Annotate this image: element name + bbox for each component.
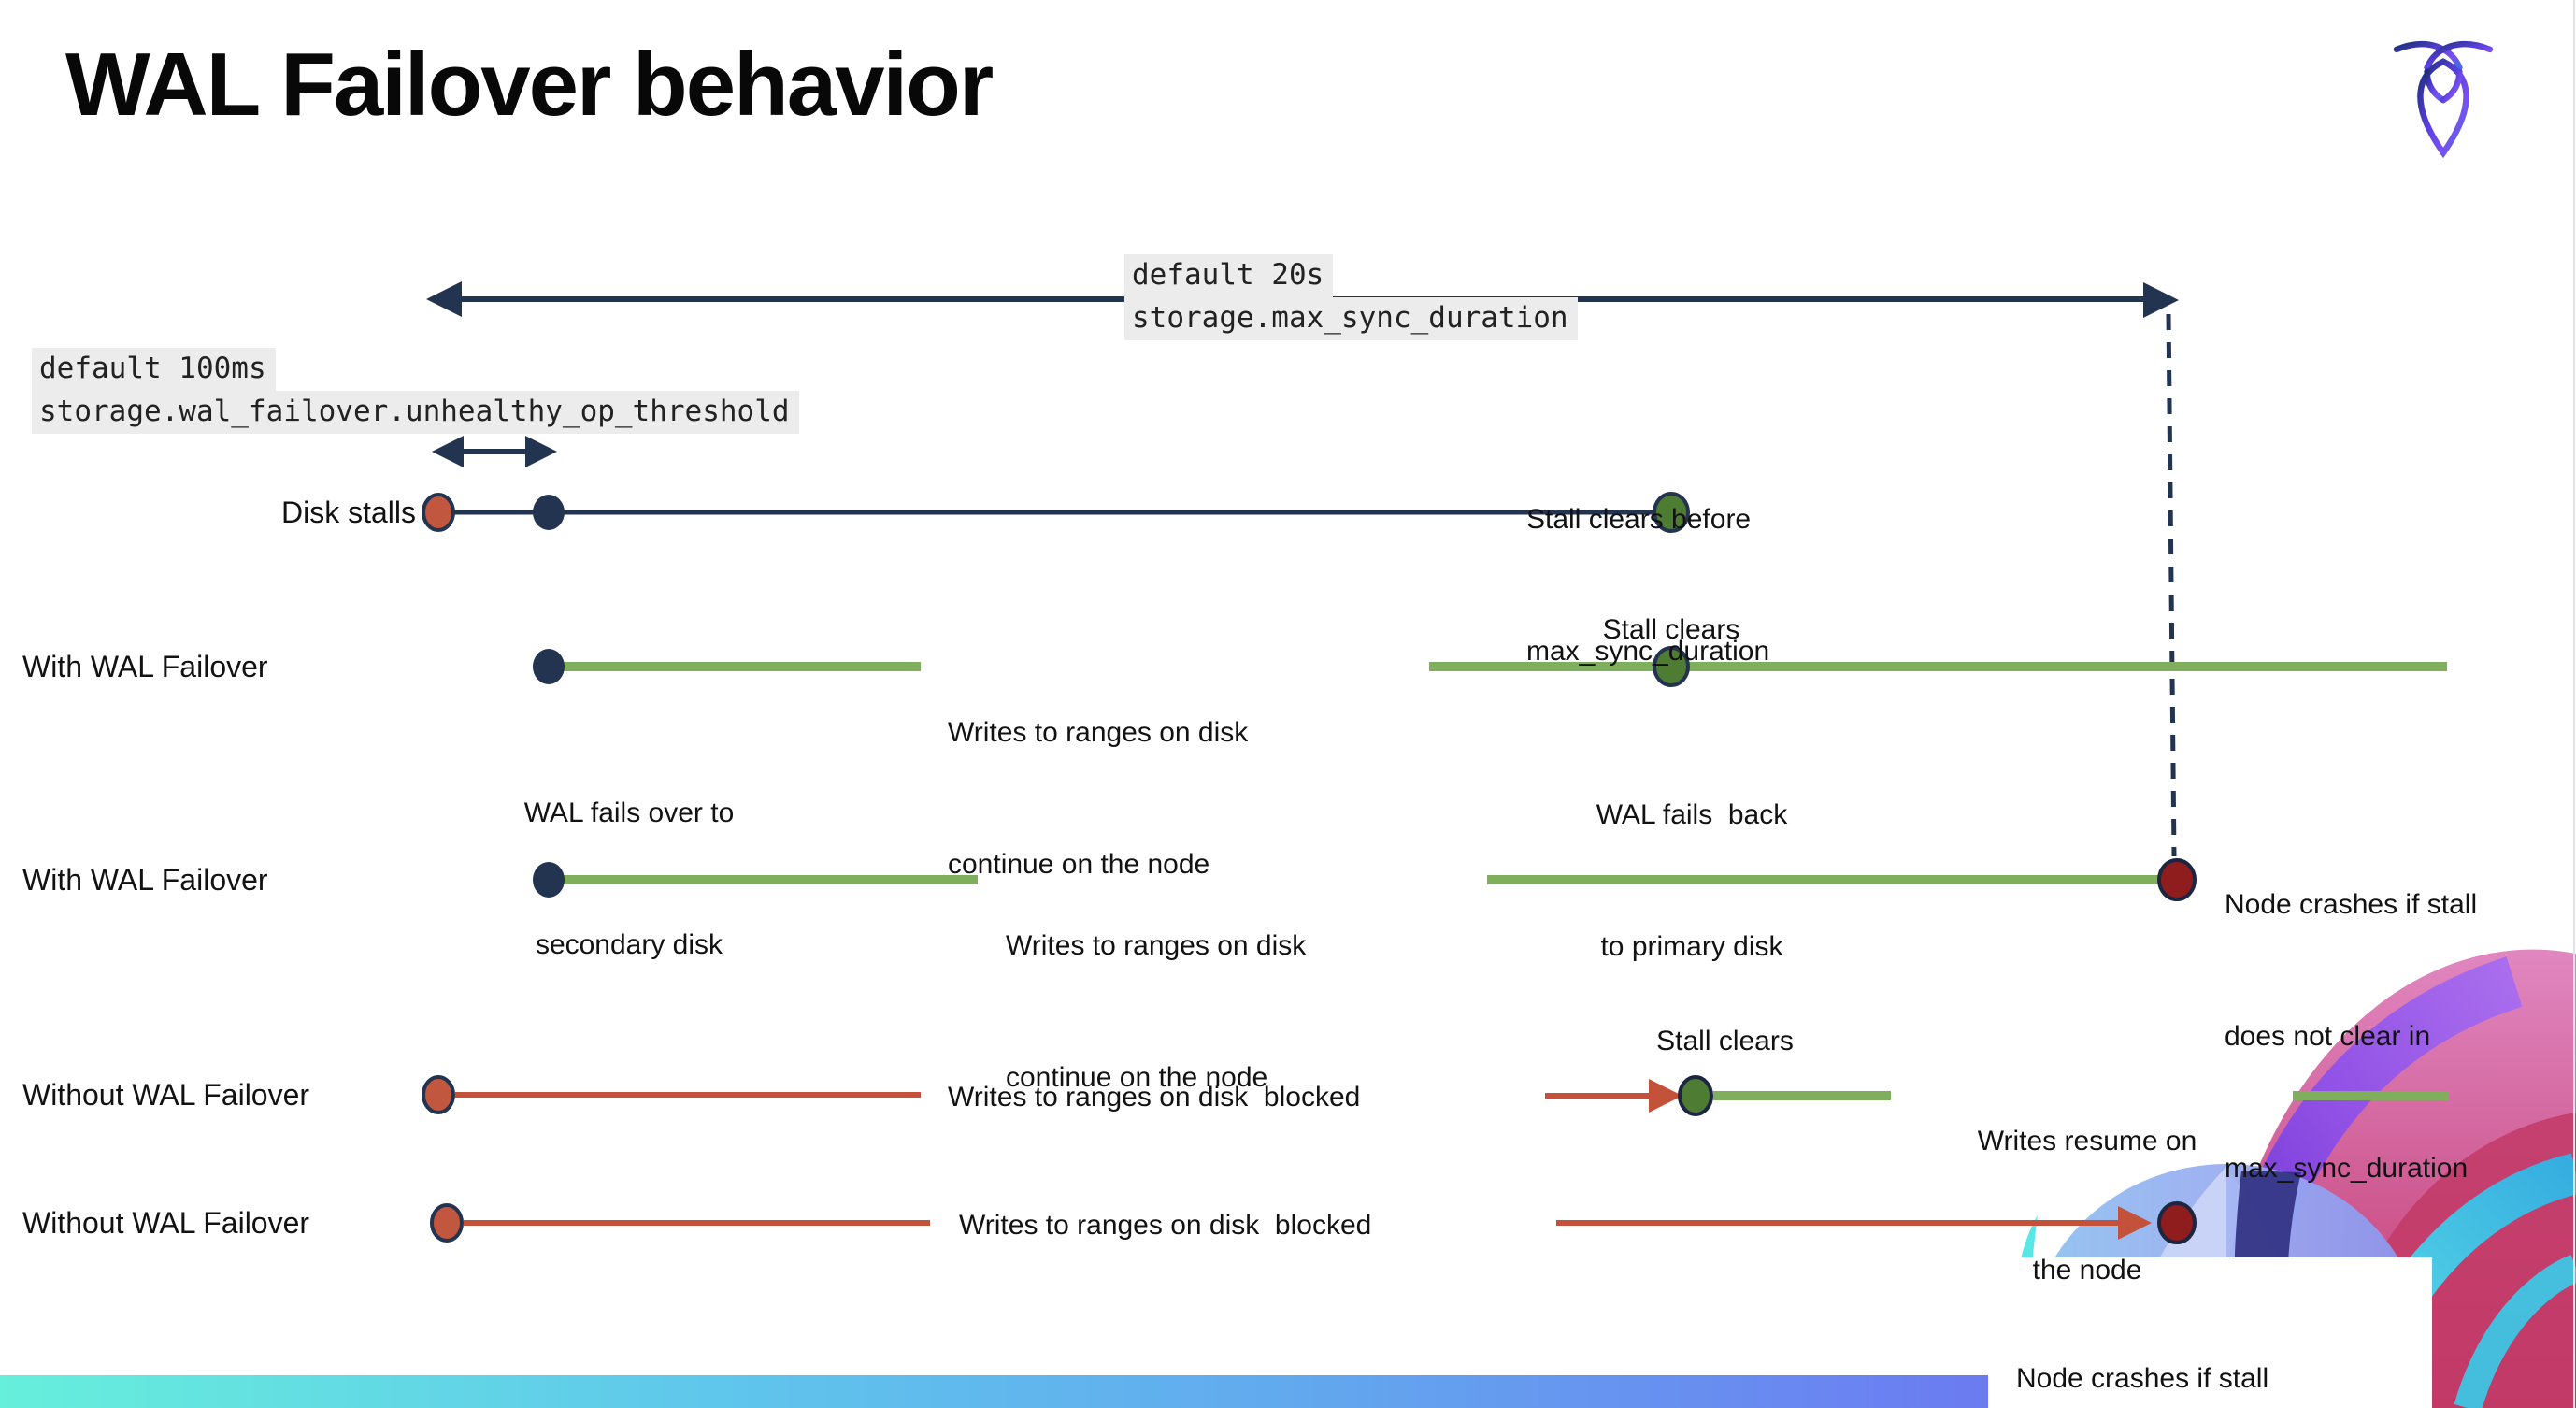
page-title: WAL Failover behavior (65, 35, 994, 135)
threshold-reached-dot (533, 495, 565, 530)
row-label-without-wal-failover-1: Without WAL Failover (22, 1078, 310, 1112)
row3-crash-annotation: Node crashes if stall does not clear in … (2225, 795, 2477, 1278)
threshold-default-label: default 100ms (32, 348, 276, 391)
row3-crash-line3: max_sync_duration (2225, 1153, 2469, 1184)
writes-resume-line1: Writes resume on (1977, 1126, 2197, 1157)
row-label-without-wal-failover-2: Without WAL Failover (22, 1206, 310, 1240)
arrow-left-head (426, 281, 462, 317)
node-crash-dot-row3 (2157, 858, 2197, 901)
threshold-setting-name: storage.wal_failover.unhealthy_op_thresh… (32, 391, 799, 434)
row-label-with-wal-failover-2: With WAL Failover (22, 863, 268, 897)
writes-resume-line2: the node (2032, 1255, 2142, 1286)
slide-right-edge (2573, 0, 2575, 1408)
row3-crash-line1: Node crashes if stall (2225, 889, 2478, 920)
row3-crash-line2: does not clear in (2225, 1021, 2431, 1052)
art-cyan-band-small (2454, 1255, 2576, 1408)
row4-writes-blocked-annotation: Writes to ranges on disk blocked (948, 1082, 1361, 1113)
row-label-with-wal-failover-1: With WAL Failover (22, 650, 268, 683)
writes-resume-annotation: Writes resume on the node (1942, 1034, 2232, 1378)
failover-dot-row3 (533, 862, 565, 898)
row3-writes-annotation: Writes to ranges on disk continue on the… (1006, 836, 1306, 1187)
row2-writes-annotation: Writes to ranges on disk continue on the… (948, 623, 1248, 974)
stall-clears-before-line2: max_sync_duration (1526, 636, 1770, 667)
row3-writes-line1: Writes to ranges on disk (1006, 930, 1307, 961)
row2-writes-line2: continue on the node (948, 849, 1210, 880)
max-sync-deadline-dashed-line (2166, 313, 2177, 857)
threshold-arrow-right-head (525, 436, 557, 467)
wal-fails-over-line2: secondary disk (535, 929, 723, 960)
row5-writes-blocked-annotation: Writes to ranges on disk blocked (959, 1210, 1372, 1241)
stall-clears-dot-row1 (1653, 492, 1690, 533)
wal-fails-back-line1: WAL fails back (1596, 799, 1788, 830)
stall-clears-before-annotation: Stall clears before max_sync_duration (1526, 409, 1769, 761)
cockroachdb-logo-icon (2393, 40, 2494, 159)
wal-fails-back-line2: to primary disk (1600, 931, 1783, 962)
max-sync-default-value: default 20s (1124, 254, 1334, 297)
max-sync-setting-name: storage.max_sync_duration (1124, 297, 1578, 340)
row2-writes-line1: Writes to ranges on disk (948, 717, 1249, 748)
row-label-disk-stalls: Disk stalls (280, 496, 416, 529)
row3-writes-line2: continue on the node (1006, 1062, 1268, 1093)
crash-callout-box: Node crashes if stall does not clear in … (1988, 1257, 2432, 1408)
arrow-right-head (2143, 282, 2179, 318)
wal-fails-back-annotation: WAL fails back to primary disk (1547, 705, 1837, 1056)
node-crash-dot-row5 (2157, 1201, 2197, 1244)
threshold-arrow-left-head (432, 436, 464, 467)
stall-start-dot-row4 (422, 1075, 455, 1114)
stall-start-dot-row5 (430, 1203, 464, 1243)
crash-callout-line1: Node crashes if stall (2016, 1363, 2269, 1394)
failover-dot-row2 (533, 649, 565, 684)
row5-red-arrow-head (2118, 1206, 2152, 1240)
threshold-default-value: default 100ms (32, 348, 276, 391)
stall-clears-before-line1: Stall clears before (1526, 504, 1752, 535)
row4-stall-clears-annotation: Stall clears (1656, 1026, 1794, 1056)
row2-stall-clears-annotation: Stall clears (1602, 614, 1740, 645)
max-sync-setting-label: storage.max_sync_duration (1124, 297, 1578, 340)
max-sync-default-label: default 20s (1124, 254, 1334, 297)
wal-fails-over-line1: WAL fails over to (523, 797, 735, 828)
disk-stall-start-dot (422, 493, 455, 532)
row4-red-arrow-head (1649, 1079, 1682, 1113)
threshold-setting-label: storage.wal_failover.unhealthy_op_thresh… (32, 391, 799, 434)
stall-clears-dot-row4 (1678, 1075, 1713, 1116)
wal-fails-over-annotation: WAL fails over to secondary disk (475, 703, 783, 1055)
stall-clears-dot-row2 (1653, 646, 1690, 687)
